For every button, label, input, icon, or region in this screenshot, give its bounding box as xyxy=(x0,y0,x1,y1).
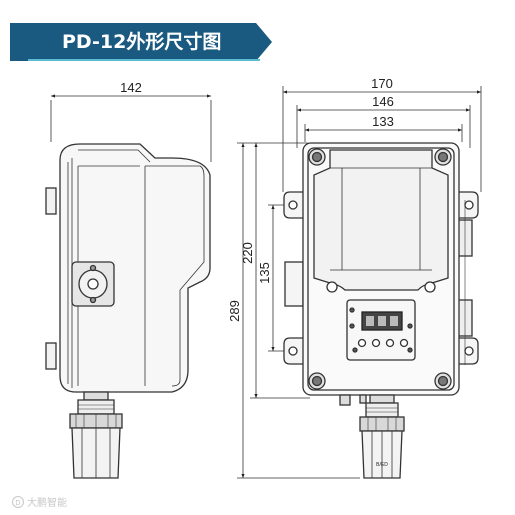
watermark-text: 大鹏智能 xyxy=(27,498,67,509)
title-banner xyxy=(10,23,272,61)
page-title: PD-12外形尺寸图 xyxy=(62,31,222,53)
side-width-label: 142 xyxy=(120,80,142,95)
front-height-total-label: 289 xyxy=(227,300,242,322)
watermark: D 大鹏智能 xyxy=(12,494,67,509)
front-width-mid-label: 146 xyxy=(372,94,394,109)
connector-label: B/ED xyxy=(376,462,388,468)
front-width-inner-label: 133 xyxy=(372,114,394,129)
banner-background xyxy=(10,23,272,61)
front-height-body-label: 220 xyxy=(240,242,255,264)
side-view xyxy=(45,94,212,479)
front-width-outer-label: 170 xyxy=(371,76,393,91)
front-view xyxy=(237,86,482,479)
front-height-mount-label: 135 xyxy=(257,262,272,284)
watermark-logo-icon: D xyxy=(12,495,24,508)
